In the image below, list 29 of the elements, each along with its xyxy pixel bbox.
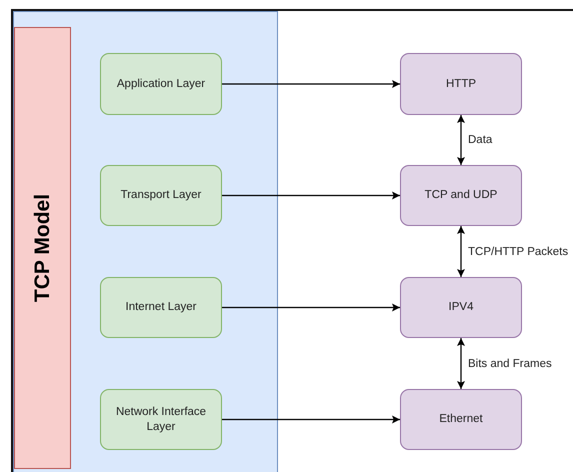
layer-box [100, 389, 222, 450]
protocol-box [400, 53, 522, 115]
title-band [14, 27, 71, 469]
arrow [457, 226, 465, 277]
arrow [222, 80, 400, 88]
edge-label: Bits and Frames [467, 358, 553, 370]
protocol-box [400, 165, 522, 226]
protocol-box [400, 389, 522, 450]
edge-label: TCP/HTTP Packets [467, 246, 570, 258]
layer-label: IPV4 [448, 300, 474, 315]
group-panel [13, 11, 278, 472]
layer-box [100, 53, 222, 115]
protocol-box [400, 277, 522, 338]
layer-box [100, 165, 222, 226]
layer-label: Network Interface Layer [114, 404, 208, 434]
edge-label: Data [467, 134, 494, 146]
layer-label: Ethernet [439, 412, 483, 427]
layer-box [100, 277, 222, 338]
arrow [457, 338, 465, 389]
layer-label: Transport Layer [120, 188, 202, 203]
arrow [222, 416, 400, 424]
layer-label: Application Layer [116, 76, 206, 92]
layer-label: TCP and UDP [424, 188, 498, 203]
layer-label: Internet Layer [126, 300, 196, 315]
arrow [222, 304, 400, 312]
arrow [457, 115, 465, 165]
arrow [222, 192, 400, 200]
vertical-title: TCP Model [30, 194, 54, 302]
layer-label: HTTP [446, 76, 476, 92]
